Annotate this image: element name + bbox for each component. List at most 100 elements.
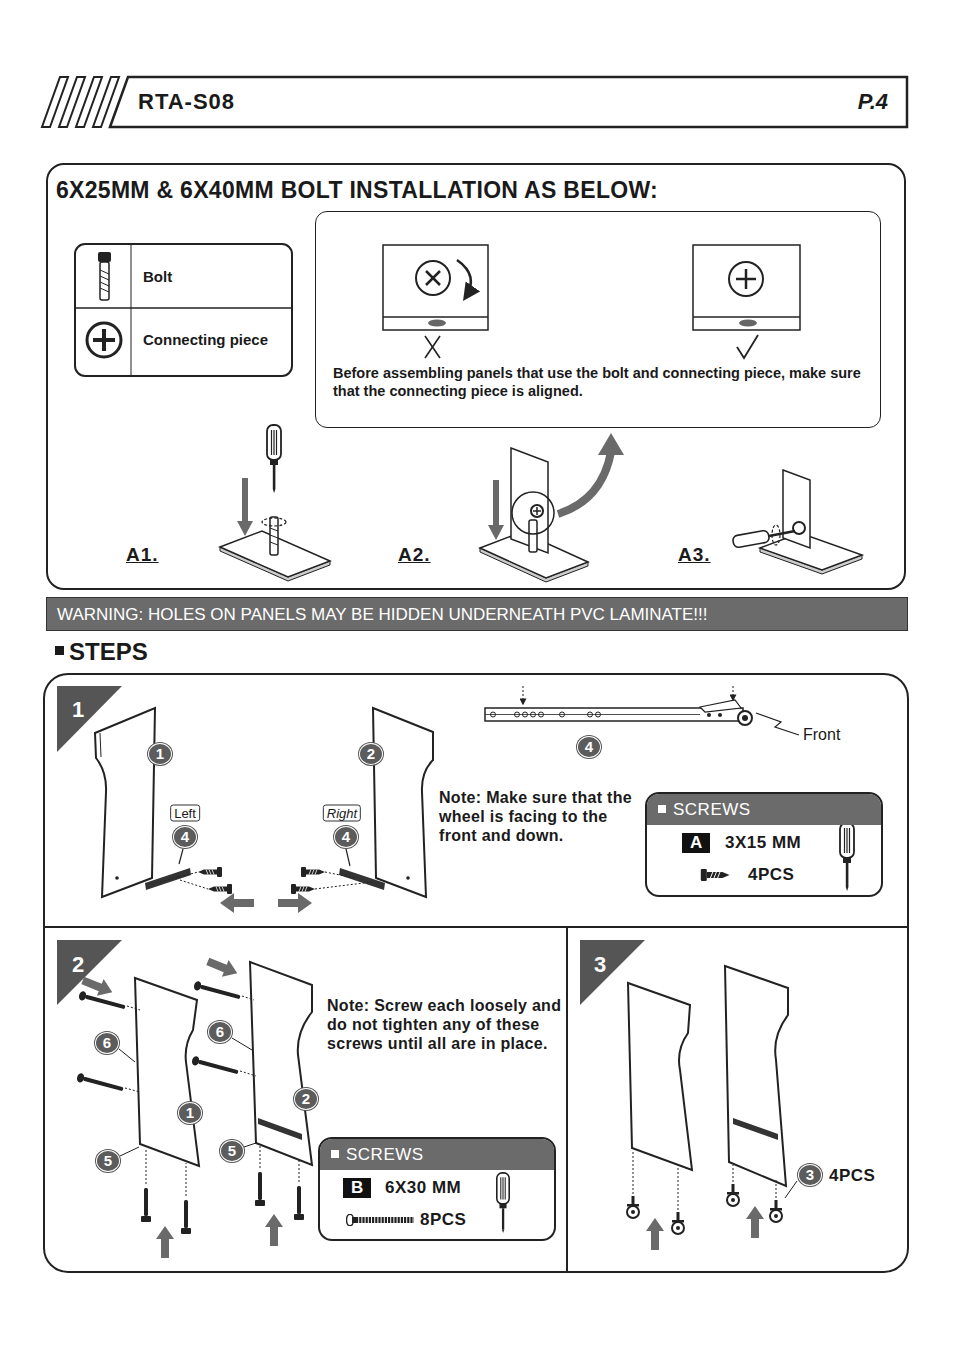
caster-wheel — [633, 1152, 634, 1194]
step-a3-figure — [769, 531, 795, 536]
drawer-slide — [325, 872, 355, 878]
step-a1-figure — [270, 528, 278, 531]
caster-wheel — [672, 1212, 684, 1234]
right-alignment — [729, 262, 763, 296]
bolt — [120, 1147, 139, 1156]
step-a2-figure — [533, 510, 541, 512]
slide-rail — [733, 686, 734, 700]
wrong-alignment — [428, 320, 446, 327]
step-a3-figure — [760, 533, 862, 570]
screw-icons — [497, 1173, 509, 1233]
legend-text: Connecting piece — [143, 331, 268, 348]
screw-box-heading: SCREWS — [647, 794, 881, 825]
caster-wheel — [785, 1181, 797, 1198]
wrong-alignment — [426, 271, 440, 285]
step-label: A1. — [126, 544, 159, 566]
note-box: Before assembling panels that use the bo… — [315, 211, 881, 428]
slide-rail — [707, 713, 711, 717]
step-a1-figure — [270, 517, 278, 555]
bolt — [232, 1038, 252, 1050]
bolt — [76, 953, 304, 1258]
right-alignment — [736, 278, 756, 281]
step-number: 1 — [72, 698, 84, 722]
slide-rail — [738, 711, 752, 725]
drawer-slide — [145, 868, 191, 890]
side-tag: Right — [323, 805, 361, 822]
warning-text: WARNING: HOLES ON PANELS MAY BE HIDDEN U… — [57, 605, 897, 624]
slide-rail — [531, 712, 536, 717]
screw-count: 4PCS — [748, 865, 794, 885]
callout-number: 6 — [208, 1021, 232, 1043]
bolt — [299, 1160, 300, 1182]
side-panel — [135, 978, 199, 1166]
step-a3-figure — [783, 470, 810, 548]
drawer-slide — [346, 849, 350, 866]
bolt-icon — [100, 270, 109, 274]
step-a1-figure — [220, 425, 330, 581]
header-frame — [42, 77, 907, 127]
callout-number: 2 — [359, 743, 383, 765]
drawer-slide — [180, 880, 208, 889]
bolt-icon — [100, 288, 109, 292]
bolt — [186, 1163, 187, 1196]
bolt — [193, 980, 241, 1002]
bolt — [181, 1200, 191, 1234]
caster-wheel — [678, 1166, 679, 1210]
bolt — [240, 1071, 256, 1076]
screw-code: A — [682, 833, 710, 853]
side-panel — [115, 876, 119, 880]
header-frame — [110, 77, 907, 127]
connecting-piece-icon — [93, 338, 115, 342]
wrong-alignment — [383, 316, 488, 318]
step-a2-figure — [529, 520, 537, 552]
step-a2-figure — [531, 505, 543, 517]
wrong-alignment — [457, 260, 471, 298]
legend-frame — [75, 244, 292, 376]
caster-wheel — [746, 1206, 764, 1238]
bolt — [127, 1006, 140, 1010]
step-a2-figure — [598, 433, 624, 455]
slide-rail — [596, 712, 601, 717]
header-frame — [93, 77, 119, 127]
step-a1-figure — [270, 542, 278, 545]
wrong-alignment — [416, 261, 450, 295]
callout-number: 4 — [334, 826, 358, 848]
step-a1-figure — [270, 535, 278, 538]
note-text: Note: Screw each loosely and do not tigh… — [327, 996, 562, 1053]
callout-number: 1 — [148, 743, 172, 765]
section-heading: 6X25MM & 6X40MM BOLT INSTALLATION AS BEL… — [56, 177, 876, 204]
slide-rail — [515, 712, 520, 717]
slide-rail — [588, 712, 593, 717]
side-panel — [628, 983, 692, 1170]
warning-band: WARNING: HOLES ON PANELS MAY BE HIDDEN U… — [46, 597, 908, 631]
connecting-piece-icon — [87, 323, 121, 357]
side-panel — [100, 733, 101, 757]
slide-rail — [718, 713, 722, 717]
step-a3-figure — [772, 525, 780, 545]
bolt — [146, 1148, 147, 1184]
screw-code: B — [343, 1178, 371, 1198]
bolt-icon — [100, 262, 109, 300]
slide-rail — [700, 700, 741, 712]
step-label: A2. — [398, 544, 431, 566]
connecting-piece-icon — [87, 323, 121, 357]
drawer-slide — [145, 849, 385, 913]
bolt-icon — [98, 252, 111, 262]
caster-wheel — [627, 1152, 797, 1250]
side-panel — [95, 708, 433, 897]
wrong-alignment — [425, 336, 440, 358]
step-a2-figure — [512, 492, 554, 534]
bolt — [204, 953, 240, 982]
page-number: P.4 — [808, 89, 888, 115]
side-panel — [95, 708, 155, 897]
step-a1-figure — [267, 425, 281, 493]
slide-rail — [539, 712, 544, 717]
bolt — [294, 1186, 304, 1220]
bullet — [331, 1150, 339, 1158]
step-section: 3 — [567, 927, 908, 1272]
note-text: Before assembling panels that use the bo… — [333, 364, 868, 400]
callout-number: 4 — [173, 826, 197, 848]
slide-rail — [560, 712, 565, 717]
step-a2-figure — [480, 433, 624, 582]
side-panel — [258, 1118, 302, 1140]
